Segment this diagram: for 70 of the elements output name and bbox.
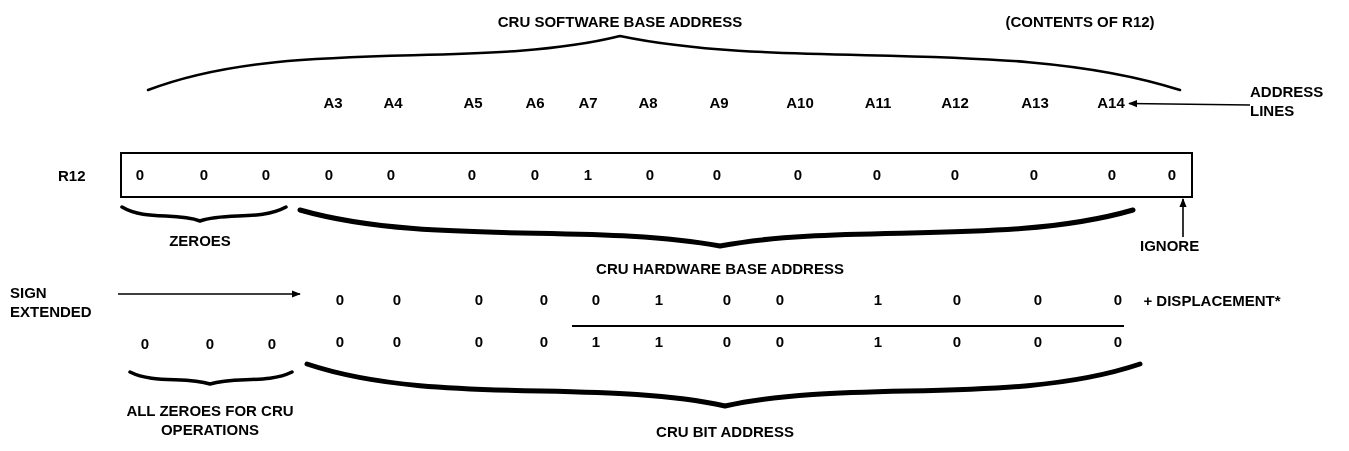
bit-value: 0 — [335, 290, 345, 310]
bit-value: 1 — [654, 290, 664, 310]
address-line-label: A11 — [864, 93, 892, 113]
bit-value: 0 — [1107, 164, 1117, 185]
bit-value: 0 — [335, 332, 345, 352]
bit-value: 0 — [467, 164, 477, 185]
bit-value: 0 — [539, 290, 549, 310]
bit-value: 0 — [392, 290, 402, 310]
bit-value: 1 — [583, 164, 593, 185]
arrow — [117, 290, 301, 298]
bit-value: 0 — [539, 332, 549, 352]
bit-value: 0 — [1167, 164, 1177, 185]
bit-value: 0 — [952, 332, 962, 352]
bit-value: 0 — [386, 164, 396, 185]
bit-value: 0 — [775, 332, 785, 352]
address-line-label: A8 — [638, 93, 658, 113]
bit-value: 0 — [950, 164, 960, 185]
arrow — [1128, 100, 1251, 108]
address-line-label: A3 — [323, 93, 343, 113]
address-line-label: A6 — [525, 93, 545, 113]
bit-value: 0 — [140, 334, 150, 354]
brace-label: ZEROES — [169, 231, 231, 251]
bit-value: 0 — [775, 290, 785, 310]
bit-value: 0 — [1113, 290, 1123, 310]
bit-value: 0 — [722, 332, 732, 352]
bit-value: 1 — [654, 332, 664, 352]
bit-value: 0 — [267, 334, 277, 354]
bit-value: 1 — [873, 332, 883, 352]
address-line-label: A12 — [941, 93, 969, 113]
address-line-label: A7 — [578, 93, 598, 113]
register-box — [120, 152, 1193, 198]
bit-value: 0 — [199, 164, 209, 185]
callout-text: ADDRESS LINES — [1250, 83, 1345, 127]
brace-label: CRU HARDWARE BASE ADDRESS — [596, 259, 844, 279]
bit-value: 0 — [1033, 290, 1043, 310]
address-line-label: A5 — [463, 93, 483, 113]
brace-label: CRU SOFTWARE BASE ADDRESS — [497, 12, 743, 32]
register-name: R12 — [58, 166, 86, 186]
bit-value: 0 — [1029, 164, 1039, 185]
bit-value: 0 — [474, 332, 484, 352]
bit-value: 0 — [645, 164, 655, 185]
address-line-label: A10 — [786, 93, 814, 113]
callout-text: SIGN EXTENDED — [10, 284, 118, 324]
bit-value: 0 — [1113, 332, 1123, 352]
bit-value: 0 — [392, 332, 402, 352]
address-line-label: A9 — [709, 93, 729, 113]
callout-text: IGNORE — [1140, 237, 1226, 257]
bit-value: 0 — [722, 290, 732, 310]
note: (CONTENTS OF R12) — [1005, 12, 1155, 32]
bit-value: 0 — [872, 164, 882, 185]
bit-value: 0 — [474, 290, 484, 310]
bit-value: 0 — [1033, 332, 1043, 352]
bit-value: 0 — [324, 164, 334, 185]
bit-value: 0 — [793, 164, 803, 185]
brace-label: CRU BIT ADDRESS — [656, 422, 794, 442]
bit-value: 0 — [261, 164, 271, 185]
bit-value: 0 — [952, 290, 962, 310]
bit-value: 0 — [135, 164, 145, 185]
arrow — [1179, 198, 1187, 238]
note: + DISPLACEMENT* — [1143, 291, 1281, 311]
address-line-label: A4 — [383, 93, 403, 113]
bit-value: 1 — [873, 290, 883, 310]
bit-value: 0 — [530, 164, 540, 185]
bit-value: 0 — [712, 164, 722, 185]
address-line-label: A13 — [1021, 93, 1049, 113]
address-line-label: A14 — [1093, 94, 1129, 113]
bit-value: 0 — [591, 290, 601, 310]
brace-label: ALL ZEROES FOR CRU OPERATIONS — [125, 402, 295, 440]
bit-value: 0 — [205, 334, 215, 354]
bit-value: 1 — [591, 332, 601, 352]
